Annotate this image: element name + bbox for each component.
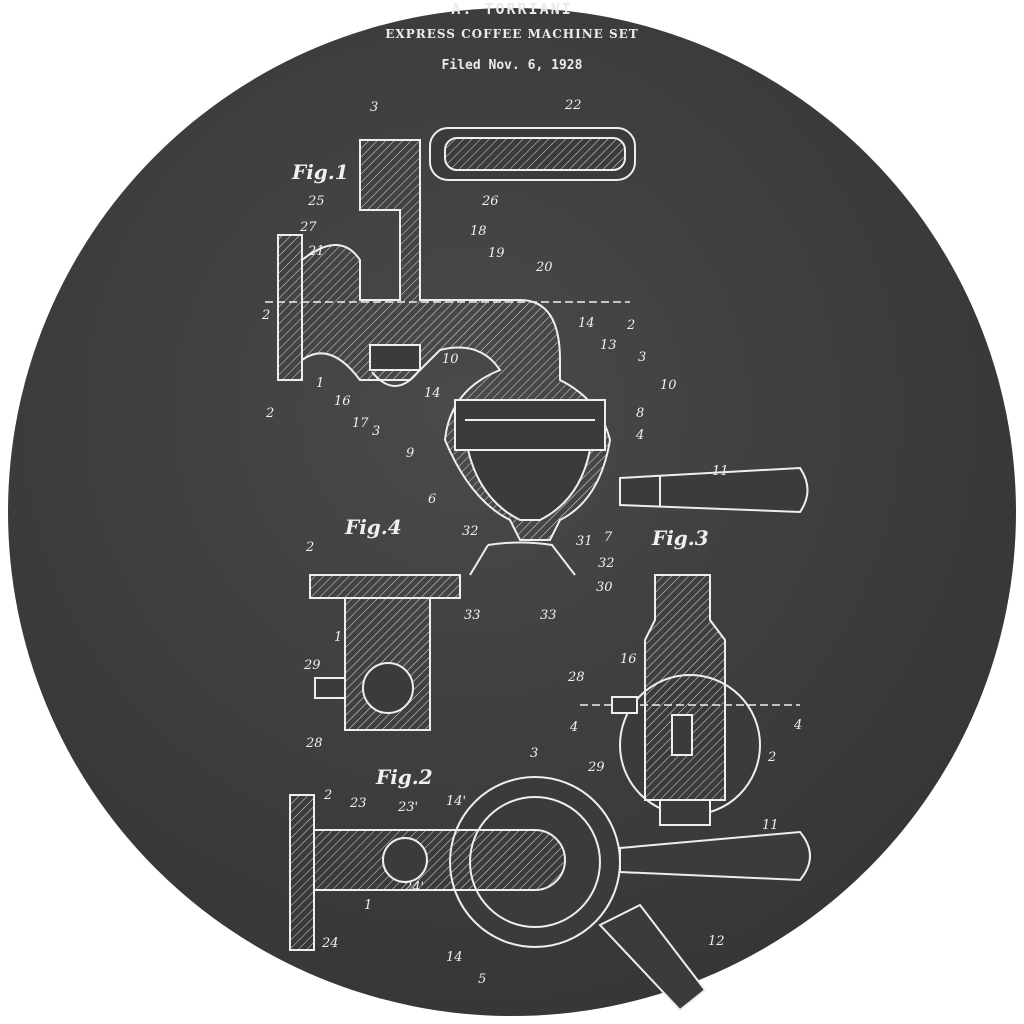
reference-numeral: 3 xyxy=(530,746,539,761)
reference-numeral: 4 xyxy=(636,428,645,443)
reference-numeral: 20 xyxy=(536,260,553,275)
reference-numeral: 26 xyxy=(482,194,499,209)
inventor-name: A. TORRIANI xyxy=(451,0,573,18)
reference-numeral: 3 xyxy=(638,350,647,365)
figure-label: Fig.2 xyxy=(376,765,433,789)
reference-numeral: 8 xyxy=(636,406,645,421)
reference-numeral: 22 xyxy=(565,98,582,113)
reference-numeral: 23 xyxy=(350,796,367,811)
reference-numeral: 2 xyxy=(627,318,636,333)
fig2-drawing xyxy=(289,776,811,1012)
fig3-drawing xyxy=(580,574,800,826)
reference-numeral: 1 xyxy=(334,630,343,645)
patent-title: EXPRESS COFFEE MACHINE SET xyxy=(385,27,639,41)
reference-numeral: 17 xyxy=(352,416,369,431)
reference-numeral: 10 xyxy=(660,378,677,393)
figure-label: Fig.4 xyxy=(345,515,402,539)
reference-numeral: 14 xyxy=(578,316,595,331)
reference-numeral: 1 xyxy=(364,898,373,913)
reference-numeral: 11 xyxy=(762,818,779,833)
reference-numeral: 30 xyxy=(596,580,613,595)
reference-numeral: 11 xyxy=(712,464,729,479)
reference-numeral: 4 xyxy=(794,718,803,733)
filing-date: Filed Nov. 6, 1928 xyxy=(441,58,583,73)
reference-numeral: 16 xyxy=(620,652,637,667)
reference-numeral: 19 xyxy=(488,246,505,261)
reference-numeral: 7 xyxy=(604,530,613,545)
reference-numeral: 24 xyxy=(322,936,339,951)
reference-numeral: 29 xyxy=(588,760,605,775)
reference-numeral: 24' xyxy=(404,880,425,895)
reference-numeral: 9 xyxy=(406,446,415,461)
reference-numeral: 3 xyxy=(370,100,379,115)
reference-numeral: 18 xyxy=(470,224,487,239)
reference-numeral: 5 xyxy=(478,972,487,987)
reference-numeral: 2 xyxy=(306,540,315,555)
figure-label: Fig.1 xyxy=(292,160,349,184)
reference-numeral: 33 xyxy=(540,608,557,623)
reference-numeral: 2 xyxy=(262,308,271,323)
reference-numeral: 2 xyxy=(324,788,333,803)
reference-numeral: 31 xyxy=(576,534,593,549)
reference-numeral: 2 xyxy=(266,406,275,421)
reference-numeral: 32 xyxy=(462,524,479,539)
reference-numeral: 25 xyxy=(308,194,325,209)
reference-numeral: 1 xyxy=(316,376,325,391)
reference-numeral: 14 xyxy=(446,950,463,965)
reference-numeral: 16 xyxy=(334,394,351,409)
reference-numeral: 33 xyxy=(464,608,481,623)
figure-label: Fig.3 xyxy=(652,526,709,550)
fig4-drawing xyxy=(309,574,461,731)
reference-numeral: 28 xyxy=(568,670,585,685)
reference-numeral: 14' xyxy=(446,794,467,809)
reference-numeral: 14 xyxy=(424,386,441,401)
reference-numeral: 29 xyxy=(304,658,321,673)
reference-numeral: 21 xyxy=(308,244,325,259)
fig1-drawing xyxy=(265,127,809,576)
reference-numeral: 4 xyxy=(570,720,579,735)
reference-numeral: 6 xyxy=(428,492,437,507)
reference-numeral: 12 xyxy=(708,934,725,949)
reference-numeral: 3 xyxy=(372,424,381,439)
reference-numeral: 28 xyxy=(306,736,323,751)
reference-numeral: 13 xyxy=(600,338,617,353)
reference-numeral: 10 xyxy=(442,352,459,367)
reference-numeral: 27 xyxy=(300,220,317,235)
reference-numeral: 32 xyxy=(598,556,615,571)
reference-numeral: 2 xyxy=(768,750,777,765)
reference-numeral: 23' xyxy=(398,800,419,815)
